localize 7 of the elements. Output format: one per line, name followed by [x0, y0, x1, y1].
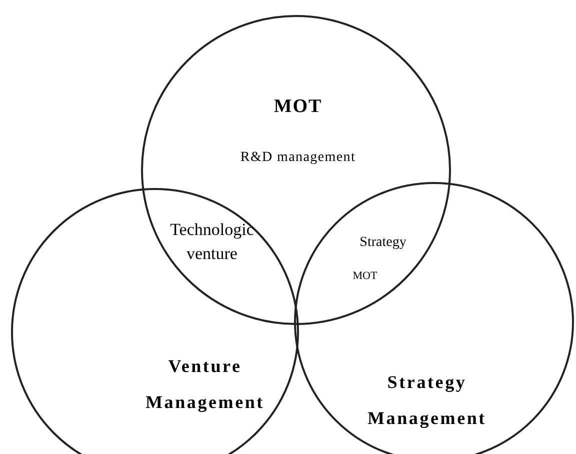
- circle-title: Strategy Management: [366, 371, 488, 430]
- overlap-label: Strategy: [358, 234, 408, 252]
- circle-title: MOT: [272, 95, 324, 119]
- overlap-label: MOT: [352, 269, 378, 284]
- overlap-label: Technologic venture: [169, 219, 255, 265]
- circle-title: Venture Management: [144, 355, 266, 414]
- circle-subtitle: R&D management: [239, 149, 357, 167]
